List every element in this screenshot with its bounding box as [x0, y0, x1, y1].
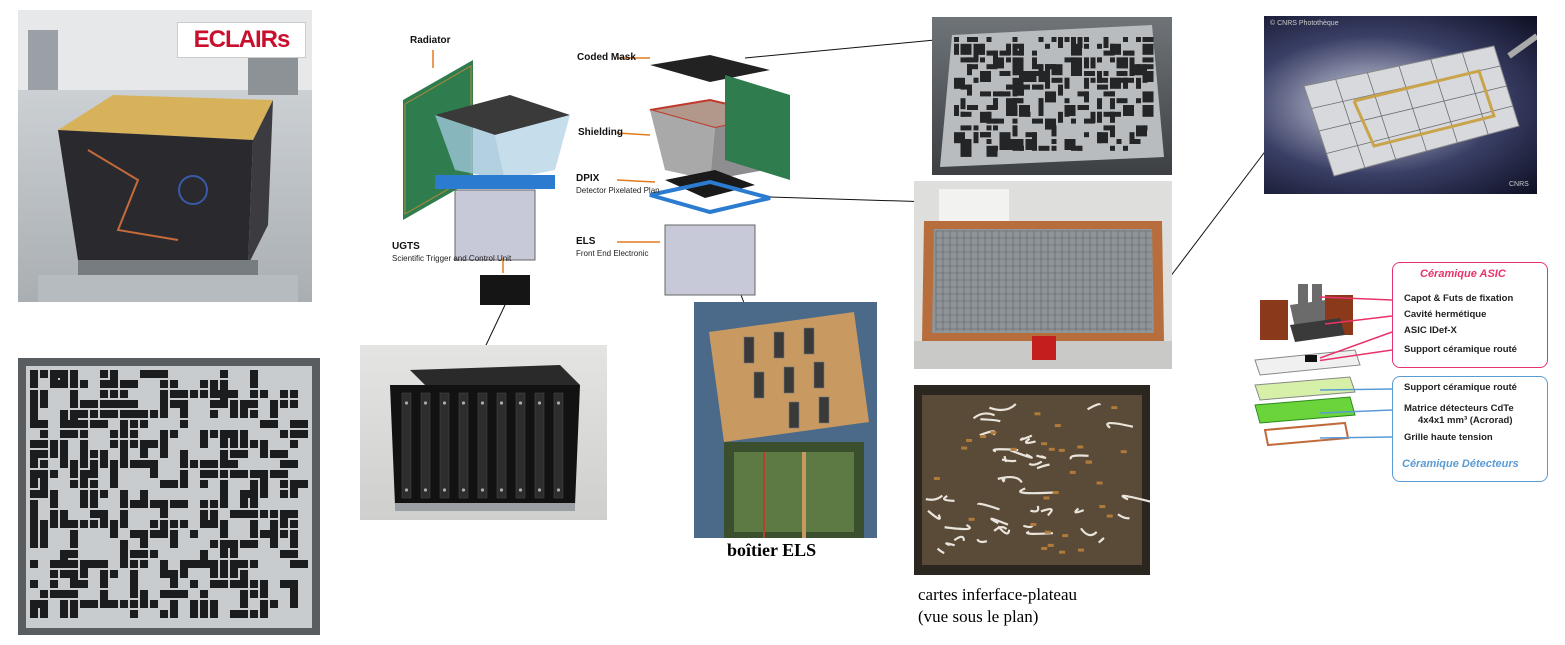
caption-interface-line2: (vue sous le plan) — [918, 607, 1039, 626]
ceramic-exploded-drawing — [1250, 280, 1395, 450]
label-coded-mask: Coded Mask — [577, 52, 636, 63]
ceramic-module-photo: © CNRS Photothèque CNRS — [1264, 16, 1537, 194]
watermark-cnrs-top: © CNRS Photothèque — [1270, 20, 1339, 27]
coded-mask-photo — [18, 358, 320, 635]
caption-els-box: boîtier ELS — [727, 540, 817, 560]
label-radiator: Radiator — [410, 35, 451, 46]
eclairs-logo: ECLAIRs — [177, 22, 306, 58]
asic-legend-title: Céramique ASIC — [1420, 268, 1506, 280]
label-els: ELS — [576, 236, 596, 247]
detector-legend-box — [1392, 376, 1548, 482]
label-ugts-sub: Scientific Trigger and Control Unit — [392, 254, 512, 263]
detector-plane-photo — [914, 181, 1172, 369]
mask-detail-drawing — [940, 25, 1164, 167]
label-dpix-sub: Detector Pixelated Plan — [576, 186, 660, 195]
asic-item-idefx: ASIC IDef-X — [1404, 325, 1457, 336]
interface-boards-photo — [914, 385, 1150, 575]
asic-item-capot: Capot & Futs de fixation — [1404, 293, 1514, 304]
det-item-size: 4x4x1 mm³ (Acrorad) — [1418, 415, 1513, 426]
detector-legend-title: Céramique Détecteurs — [1402, 458, 1519, 470]
exploded-drawing — [403, 50, 790, 305]
det-item-matrice: Matrice détecteurs CdTe — [1404, 403, 1514, 414]
asic-item-cavite: Cavité hermétique — [1404, 309, 1487, 320]
detector-plane-drawing — [914, 189, 1172, 369]
label-shielding: Shielding — [578, 127, 623, 138]
label-dpix: DPIX — [576, 173, 600, 184]
label-ugts: UGTS — [392, 241, 420, 252]
asic-legend-box — [1392, 262, 1548, 368]
ugts-unit-photo — [360, 345, 607, 520]
ceramic-exploded-svg — [1254, 284, 1361, 447]
label-els-sub: Front End Electronic — [576, 249, 649, 258]
det-item-support: Support céramique routé — [1404, 382, 1517, 393]
legend-arrows — [1320, 296, 1393, 439]
watermark-cnrs-bottom: CNRS — [1509, 181, 1529, 188]
caption-interface-line1: cartes inferface-plateau — [918, 585, 1078, 604]
mask-detail-photo — [932, 17, 1172, 175]
asic-item-support: Support céramique routé — [1404, 344, 1517, 355]
els-drawing — [709, 312, 869, 538]
interface-boards-drawing — [922, 395, 1150, 565]
ugts-drawing — [390, 365, 580, 511]
coded-mask-pattern — [26, 366, 312, 628]
els-box-photo — [694, 302, 877, 538]
det-item-grille: Grille haute tension — [1404, 432, 1493, 443]
ceramic-module-drawing — [1303, 33, 1537, 177]
exploded-diagram — [395, 30, 815, 310]
